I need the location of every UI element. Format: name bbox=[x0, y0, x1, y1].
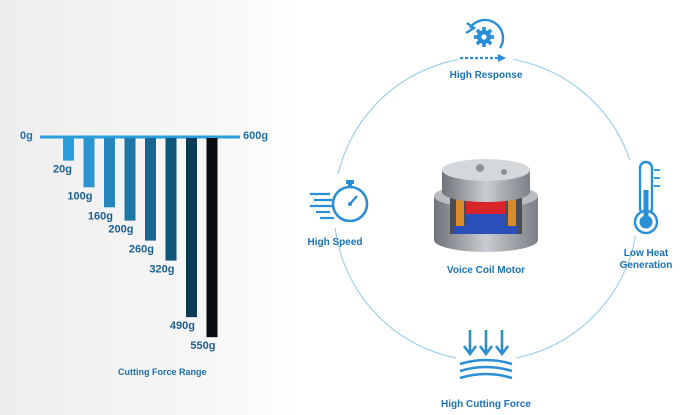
force-bar-550g bbox=[206, 138, 218, 338]
force-bar-100g bbox=[83, 138, 95, 188]
force-bar-label-20g: 20g bbox=[53, 164, 72, 176]
voice-coil-motor-label: Voice Coil Motor bbox=[446, 265, 526, 276]
force-bar-label-490g: 490g bbox=[170, 320, 195, 332]
force-bar-label-550g: 550g bbox=[190, 340, 215, 352]
force-bar-160g bbox=[104, 138, 115, 208]
high-response-label: High Response bbox=[449, 70, 523, 81]
force-bar-200g bbox=[124, 138, 136, 221]
low-heat-label-line2: Generation bbox=[619, 260, 673, 271]
low-heat-label-line1: Low Heat bbox=[623, 248, 669, 259]
force-bar-320g bbox=[165, 138, 177, 261]
force-max-label: 600g bbox=[243, 130, 269, 142]
force-min-label: 0g bbox=[20, 130, 33, 142]
force-bar-490g bbox=[186, 138, 197, 318]
stopwatch-speed-icon bbox=[308, 174, 374, 228]
gear-arrow-icon bbox=[458, 14, 514, 62]
force-bar-label-260g: 260g bbox=[129, 244, 154, 256]
force-bar-20g bbox=[63, 138, 74, 161]
force-bar-label-100g: 100g bbox=[67, 190, 92, 202]
downward-force-icon bbox=[456, 326, 516, 382]
thermometer-icon bbox=[626, 160, 666, 236]
force-range-caption: Cutting Force Range bbox=[118, 367, 207, 377]
high-speed-label: High Speed bbox=[307, 237, 363, 248]
cutting-force-chart: 20g 100g 160g 200g 260g 320g 490g 550g bbox=[40, 135, 240, 352]
force-bar-label-200g: 200g bbox=[108, 224, 133, 236]
high-cutting-force-label: High Cutting Force bbox=[441, 399, 531, 410]
voice-coil-motor-illustration bbox=[434, 159, 538, 252]
force-bar-label-320g: 320g bbox=[149, 264, 174, 276]
force-bar-label-160g: 160g bbox=[88, 210, 113, 222]
force-bar-260g bbox=[145, 138, 156, 241]
